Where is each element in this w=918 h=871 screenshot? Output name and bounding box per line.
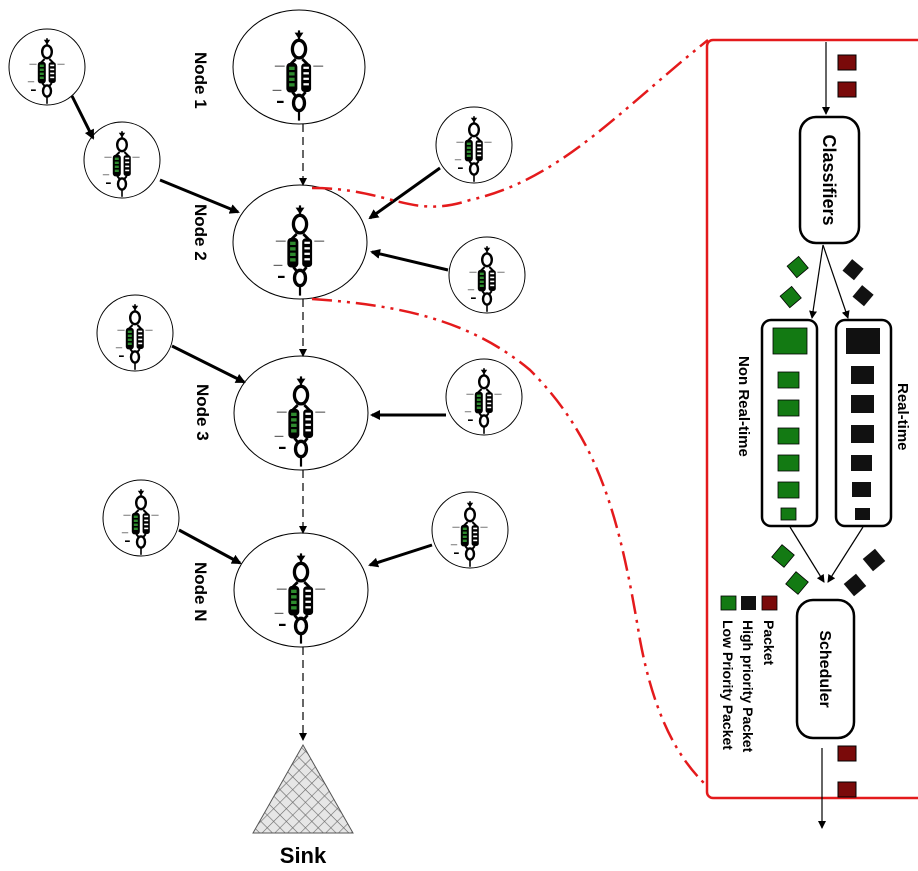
node-2-label: Node 2 xyxy=(191,204,210,261)
high-priority-packet xyxy=(842,259,864,281)
sensor-node-left-4 xyxy=(102,479,180,557)
sensor-node-right-3 xyxy=(445,358,523,436)
low-priority-packet xyxy=(786,255,809,279)
legend-low-priority-swatch xyxy=(720,595,737,611)
incoming-packet xyxy=(837,54,857,71)
legend-packet-label: Packet xyxy=(761,620,777,665)
real-time-label: Real-time xyxy=(894,383,911,451)
real-time-queue xyxy=(834,318,893,528)
sink-label: Sink xyxy=(280,843,327,868)
legend: Packet High priority Packet Low Priority… xyxy=(720,595,778,753)
sensor-node-right-2 xyxy=(448,236,526,314)
legend-packet-swatch xyxy=(761,595,778,611)
non-real-time-label: Non Real-time xyxy=(735,356,752,457)
classifier-box: Classifiers xyxy=(798,115,861,245)
high-priority-packet xyxy=(843,573,867,597)
sensor-node-left-2 xyxy=(83,121,161,199)
sensor-node-right-4 xyxy=(431,491,509,569)
zoom-connectors xyxy=(311,39,709,786)
sink-triangle xyxy=(252,743,354,834)
scheduler-label: Scheduler xyxy=(816,630,833,707)
outgoing-packet xyxy=(837,781,857,798)
high-priority-packet xyxy=(852,285,874,307)
sensor-node-left-3 xyxy=(96,294,174,372)
node-1-label: Node 1 xyxy=(191,52,210,109)
queue-to-scheduler-arrows xyxy=(789,526,864,583)
sensor-node-left-1 xyxy=(8,28,86,106)
sensor-node-right-1 xyxy=(435,106,513,184)
node-n-circle xyxy=(233,532,369,648)
node-1-circle xyxy=(232,9,366,125)
legend-high-priority-swatch xyxy=(741,596,756,610)
node-2-circle xyxy=(232,184,368,300)
classifier-to-queue-arrows xyxy=(809,244,850,319)
low-priority-packet xyxy=(771,544,795,568)
scheduler-box: Scheduler xyxy=(795,598,856,740)
high-priority-packet xyxy=(862,548,886,572)
low-priority-packet xyxy=(785,571,809,595)
node-3-label: Node 3 xyxy=(193,384,212,441)
solid-arrows xyxy=(70,95,449,568)
legend-high-priority-label: High priority Packet xyxy=(740,620,756,753)
legend-low-priority-label: Low Priority Packet xyxy=(720,620,736,750)
low-priority-packet xyxy=(779,285,802,309)
classifier-label: Classifiers xyxy=(819,134,839,225)
outgoing-packet xyxy=(837,745,857,762)
non-real-time-queue xyxy=(760,318,819,528)
node-3-circle xyxy=(233,355,369,471)
incoming-packet xyxy=(837,81,857,98)
node-n-label: Node N xyxy=(191,562,210,622)
